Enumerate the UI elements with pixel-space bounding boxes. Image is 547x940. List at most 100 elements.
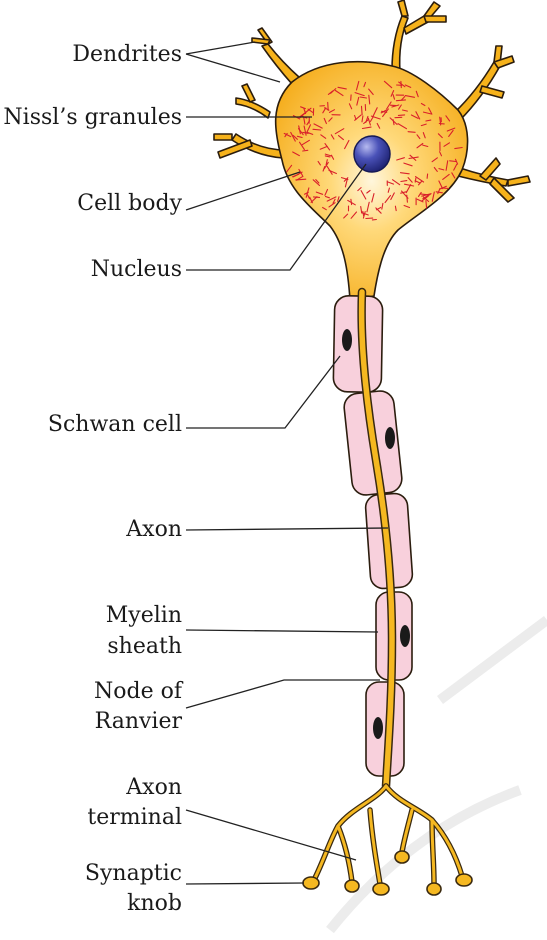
nissl-granule bbox=[366, 189, 371, 194]
nissl-granule bbox=[386, 101, 392, 110]
nissl-granule bbox=[439, 151, 443, 157]
nissl-granule bbox=[324, 143, 331, 151]
nissl-granule bbox=[362, 211, 366, 219]
nissl-granule bbox=[292, 134, 298, 140]
nissl-granule bbox=[417, 191, 422, 197]
nissl-granule bbox=[320, 134, 327, 139]
label-axon-terminal-line1: Axon bbox=[125, 775, 182, 800]
nissl-granule bbox=[334, 128, 345, 135]
nissl-granule bbox=[406, 194, 408, 203]
label-synaptic-knob-line1: Synaptic bbox=[85, 861, 182, 886]
nissl-granule bbox=[371, 193, 375, 203]
nissl-granule bbox=[395, 99, 407, 102]
synaptic-knob bbox=[344, 879, 360, 893]
nissl-granule bbox=[301, 139, 310, 146]
nissl-granule bbox=[415, 111, 421, 120]
nissl-granule bbox=[422, 132, 426, 139]
nissl-granule bbox=[295, 175, 304, 181]
nissl-granule bbox=[363, 119, 369, 125]
nissl-granule bbox=[292, 173, 300, 178]
nissl-granule bbox=[313, 123, 323, 129]
nissl-granule bbox=[394, 205, 397, 212]
myelin-sheath bbox=[332, 295, 414, 777]
nissl-granule bbox=[416, 142, 424, 149]
nissl-granule bbox=[400, 191, 408, 194]
label-node-of-ranvier-line2: Ranvier bbox=[95, 709, 183, 734]
nissl-granule bbox=[307, 108, 314, 113]
nissl-granule bbox=[297, 128, 304, 136]
nissl-granule bbox=[337, 196, 340, 202]
nissl-granule bbox=[290, 131, 296, 142]
nissl-granule bbox=[445, 160, 449, 171]
nissl-granule bbox=[354, 92, 365, 97]
nissl-granule bbox=[404, 84, 412, 88]
nissl-granule bbox=[438, 168, 445, 171]
nissl-granule bbox=[360, 190, 367, 200]
nissl-granule bbox=[414, 176, 425, 183]
label-node-of-ranvier-line1: Node of bbox=[94, 679, 184, 704]
cell-body bbox=[274, 60, 469, 301]
nissl-granule bbox=[453, 163, 458, 171]
leader-lines bbox=[185, 41, 389, 885]
nissl-granule bbox=[448, 129, 454, 137]
nissl-granule bbox=[446, 127, 456, 132]
synaptic-knob bbox=[426, 882, 442, 896]
nissl-granule bbox=[433, 166, 438, 172]
nissl-granule bbox=[361, 115, 364, 123]
nissl-granule bbox=[315, 179, 320, 184]
nissl-granule bbox=[348, 103, 353, 110]
nissl-granule bbox=[300, 106, 306, 110]
nissl-granule bbox=[443, 142, 451, 147]
nissl-granule bbox=[435, 191, 443, 194]
nissl-granule bbox=[343, 213, 349, 219]
nissl-granule bbox=[360, 105, 363, 116]
nissl-granule bbox=[328, 117, 333, 122]
label-myelin-sheath-line1: Myelin bbox=[106, 603, 182, 628]
nissl-granule bbox=[350, 198, 353, 206]
nissl-granule bbox=[324, 155, 331, 158]
nissl-granule bbox=[323, 117, 327, 125]
nissl-granule bbox=[332, 198, 336, 204]
synaptic-knob bbox=[394, 850, 410, 864]
nissl-granule bbox=[417, 180, 423, 186]
nissl-granule bbox=[420, 123, 427, 127]
nissl-granule bbox=[356, 96, 360, 106]
nissl-granule bbox=[397, 114, 406, 116]
nissl-granule bbox=[407, 131, 416, 133]
nissl-granule bbox=[390, 90, 395, 97]
nissl-granule bbox=[419, 193, 429, 196]
nissl-granule bbox=[437, 187, 441, 195]
nissl-granule bbox=[381, 110, 388, 113]
nissl-granule bbox=[396, 157, 405, 161]
nissl-granule bbox=[324, 153, 333, 157]
nissl-granule bbox=[414, 177, 417, 183]
nissl-granule bbox=[368, 94, 371, 105]
nissl-granule bbox=[322, 166, 326, 172]
nissl-granule bbox=[307, 194, 311, 200]
nissl-granule bbox=[326, 165, 333, 175]
nucleus bbox=[353, 135, 391, 173]
nissl-granule bbox=[355, 80, 360, 91]
nissl-granule bbox=[422, 111, 433, 115]
nissl-granule bbox=[303, 125, 307, 136]
nissl-granule bbox=[302, 107, 312, 115]
nissl-granule bbox=[312, 128, 322, 131]
label-synaptic-knob-line2: knob bbox=[127, 891, 182, 916]
nissl-granule bbox=[330, 154, 335, 160]
nissl-granule bbox=[359, 96, 368, 99]
nissl-granule bbox=[391, 179, 401, 186]
nissl-granule bbox=[337, 135, 344, 141]
nissl-granule bbox=[306, 124, 312, 133]
nissl-granule bbox=[330, 88, 337, 94]
nissl-granule bbox=[420, 102, 426, 107]
nissl-granule bbox=[369, 116, 374, 122]
nissl-granule bbox=[449, 160, 457, 163]
nissl-granule bbox=[328, 202, 336, 208]
watermark bbox=[326, 615, 547, 934]
nissl-granule bbox=[425, 200, 428, 209]
nissl-granule bbox=[451, 172, 456, 179]
nissl-granule bbox=[426, 173, 429, 179]
nissl-granule bbox=[398, 104, 402, 110]
nissl-granule bbox=[439, 116, 442, 126]
